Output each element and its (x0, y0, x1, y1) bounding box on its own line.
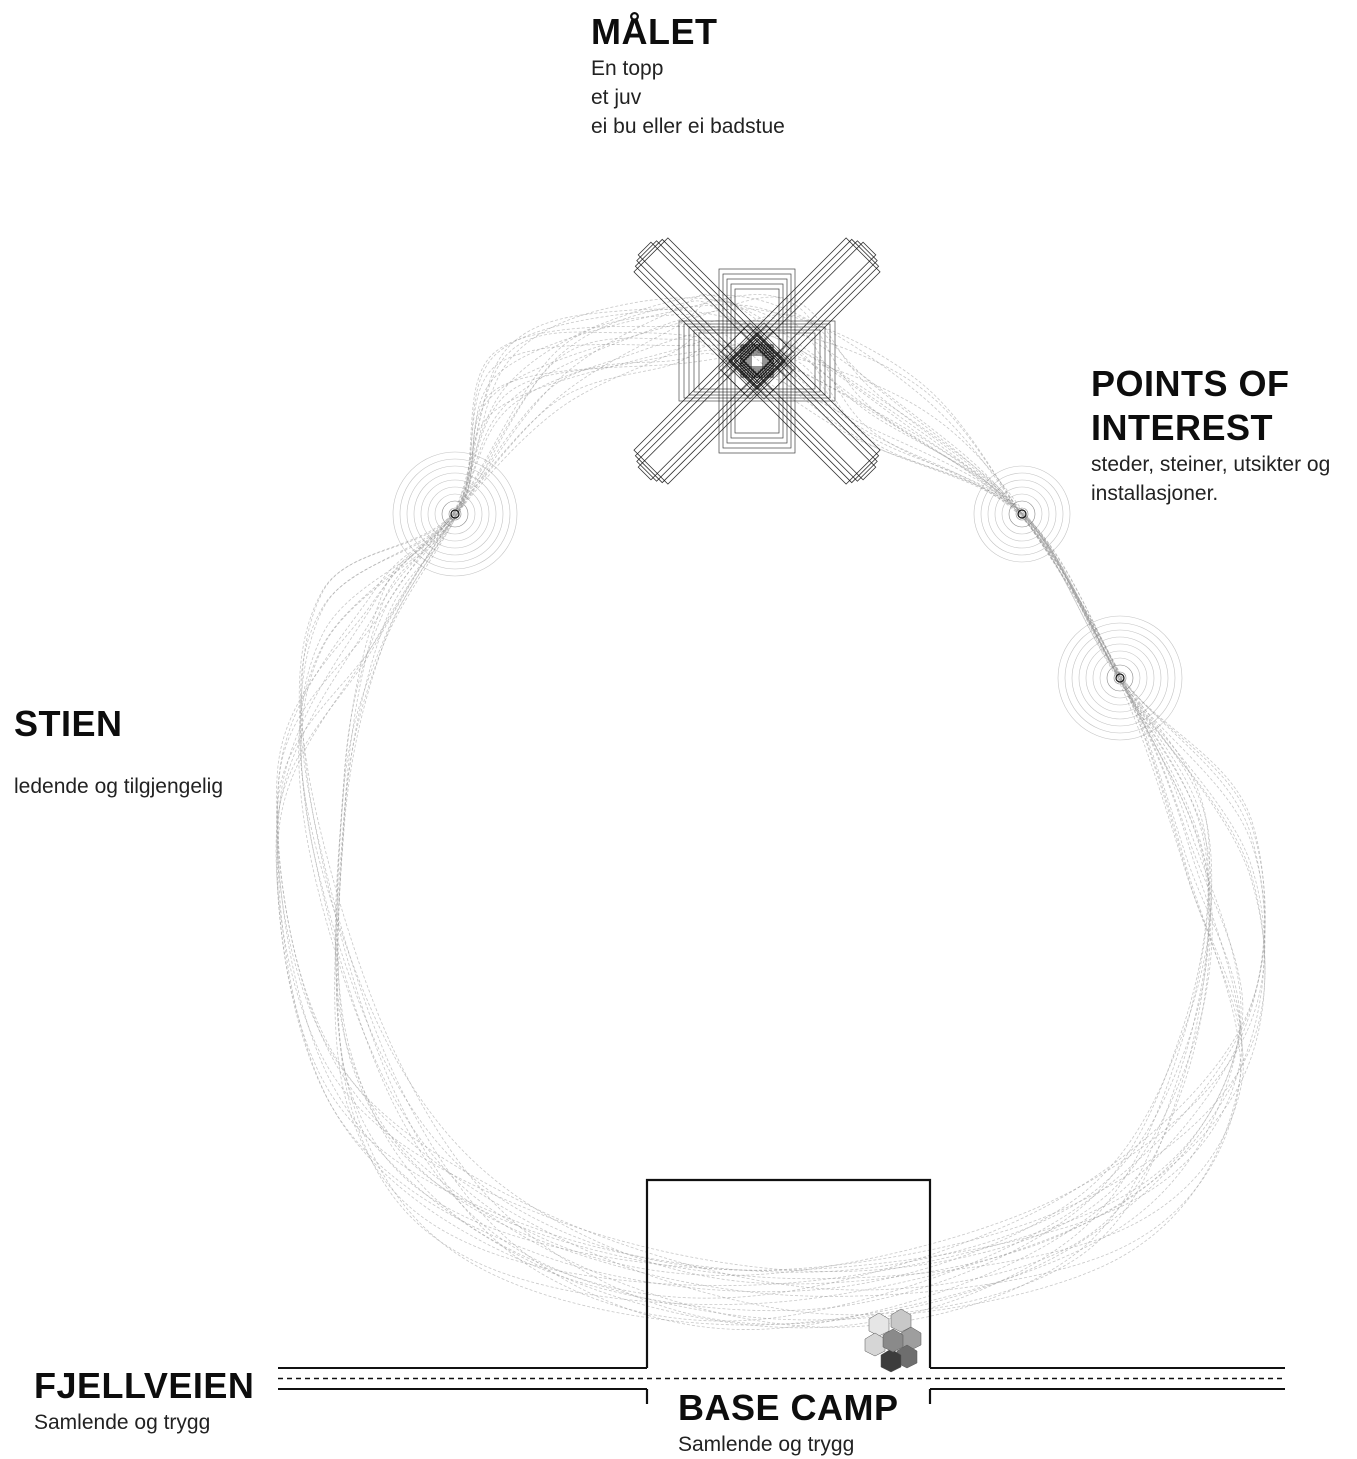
poi-ring-marker (392, 451, 518, 577)
maalet-line-3: ei bu eller ei badstue (591, 115, 785, 138)
maalet-line-2: et juv (591, 86, 642, 109)
trail-path (299, 304, 1266, 1299)
poi-sub-line-2: installasjoner. (1091, 482, 1219, 505)
summit-lattice-symbol (633, 237, 881, 485)
poi-ring-marker (1057, 615, 1183, 741)
fjellveien-label: FJELLVEIEN Samlende og trygg (34, 1364, 254, 1437)
trail-path (334, 297, 1241, 1286)
trail-path (337, 308, 1244, 1305)
maalet-label: MÅLET En topp et juv ei bu eller ei bads… (591, 10, 785, 141)
trail-path (275, 299, 1213, 1273)
fjellveien-sub: Samlende og trygg (34, 1411, 211, 1434)
fjellveien-title: FJELLVEIEN (34, 1365, 255, 1406)
mountain-road (278, 1367, 1285, 1390)
points-of-interest-markers (392, 451, 1183, 741)
trail-path (277, 293, 1210, 1273)
base-camp-cube-icon (864, 1308, 922, 1373)
poi-title-line-2: INTEREST (1091, 407, 1274, 448)
trail-path (300, 351, 1266, 1325)
stien-sub: ledende og tilgjengelig (14, 775, 224, 798)
points-of-interest-label: POINTS OF INTEREST steder, steiner, utsi… (1091, 362, 1330, 508)
base-camp-title: BASE CAMP (678, 1387, 899, 1428)
trail-path (276, 300, 1212, 1293)
poi-title-line-1: POINTS OF (1091, 363, 1290, 404)
trail-path (276, 320, 1211, 1291)
maalet-line-1: En topp (591, 57, 664, 80)
stien-label: STIEN ledende og tilgjengelig (14, 702, 223, 801)
trail-path (277, 344, 1210, 1316)
poi-sub-line-1: steder, steiner, utsikter og (1091, 453, 1331, 476)
trail-path (300, 296, 1266, 1271)
trail-path (336, 294, 1243, 1271)
trail-path (298, 294, 1265, 1276)
base-camp-outline (645, 1178, 932, 1404)
trail-path (337, 308, 1244, 1280)
trail-path (277, 313, 1209, 1312)
base-camp-sub: Samlende og trygg (678, 1433, 855, 1456)
stien-title: STIEN (14, 703, 123, 744)
base-camp-label: BASE CAMP Samlende og trygg (678, 1386, 899, 1459)
poi-ring-marker (973, 465, 1071, 563)
maalet-title: MÅLET (591, 11, 718, 52)
